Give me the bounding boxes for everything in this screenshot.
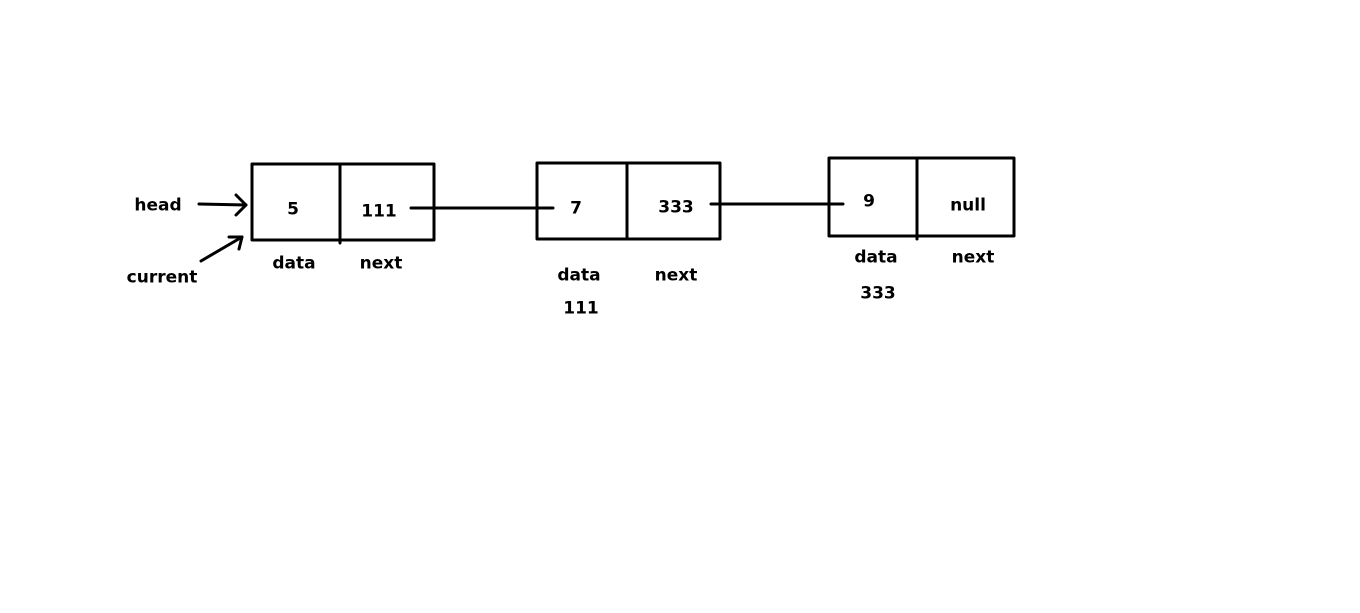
current-arrow-shaft	[199, 235, 244, 263]
node-2-address: 111	[563, 298, 599, 319]
node-1-data-caption: data	[272, 253, 316, 274]
node-3-data-caption: data	[854, 247, 898, 268]
node-2-data-value: 7	[570, 198, 582, 219]
node-1-data-value: 5	[287, 199, 299, 220]
node-3-address: 333	[860, 283, 896, 304]
node-3-next-caption: next	[951, 247, 995, 268]
node-3-next-value: null	[950, 195, 986, 216]
node-2-next-value: 333	[658, 197, 694, 218]
head-label: head	[134, 195, 182, 216]
node-1-next-caption: next	[359, 253, 403, 274]
head-arrow-shaft	[197, 202, 248, 207]
current-arrow-icon	[227, 235, 244, 251]
current-label: current	[126, 267, 198, 288]
node-2-next-caption: next	[654, 265, 698, 286]
node-2-data-caption: data	[557, 265, 601, 286]
node-3-box	[827, 156, 1016, 238]
head-arrow-icon	[234, 193, 248, 217]
node-3-data-value: 9	[863, 191, 875, 212]
node-1-box	[250, 162, 436, 242]
node-1-next-value: 111	[361, 201, 397, 222]
